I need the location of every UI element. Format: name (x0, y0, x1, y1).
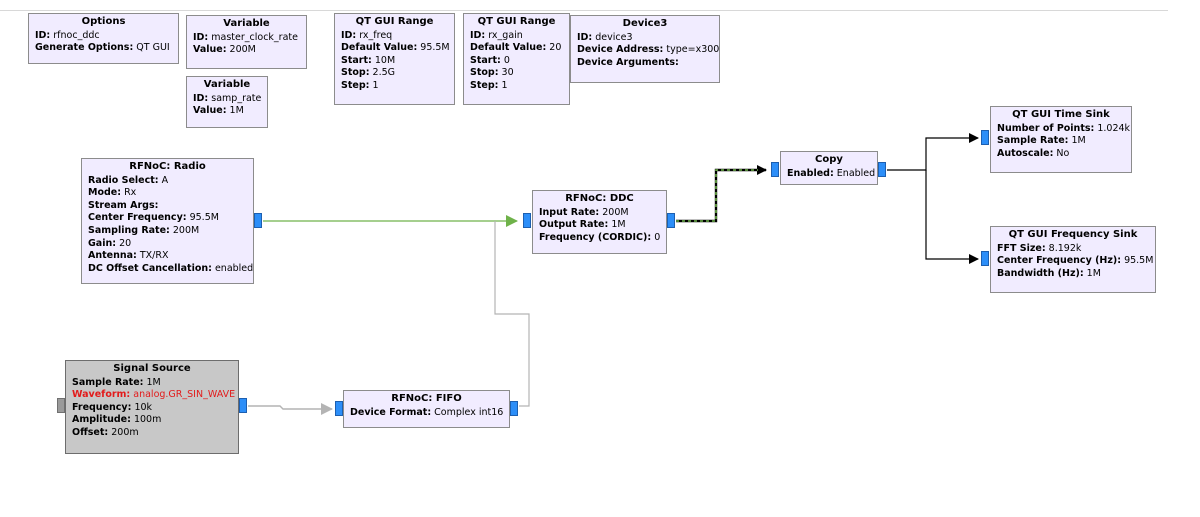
param-frequency-cordic: Frequency (CORDIC): 0 (539, 231, 661, 243)
param-number-of-points: Number of Points: 1.024k (997, 122, 1131, 134)
ddc-output-port[interactable] (667, 213, 675, 228)
param-start: Start: 10M (341, 54, 396, 66)
copy-block[interactable]: Copy Enabled: Enabled (780, 151, 878, 185)
param-autoscale: Autoscale: No (997, 147, 1070, 159)
param-offset: Offset: 200m (72, 426, 139, 438)
connection-ddc-copy[interactable] (676, 165, 767, 223)
param-id: ID: device3 (577, 31, 633, 43)
qt-gui-frequency-sink-block[interactable]: QT GUI Frequency Sink FFT Size: 8.192k C… (990, 226, 1156, 293)
block-title: RFNoC: DDC (565, 193, 634, 204)
param-input-rate: Input Rate: 200M (539, 206, 629, 218)
param-output-rate: Output Rate: 1M (539, 219, 626, 231)
param-amplitude: Amplitude: 100m (72, 414, 162, 426)
param-id: ID: master_clock_rate (193, 31, 298, 43)
param-id: ID: samp_rate (193, 92, 262, 104)
param-step: Step: 1 (341, 79, 379, 91)
radio-output-port[interactable] (254, 213, 262, 228)
block-title: QT GUI Range (355, 16, 434, 27)
connection-copy-freqsink[interactable] (925, 170, 979, 264)
variable-master-clock-rate-block[interactable]: Variable ID: master_clock_rate Value: 20… (186, 15, 307, 69)
param-generate-options: Generate Options: QT GUI (35, 42, 170, 54)
param-gain: Gain: 20 (88, 237, 132, 249)
param-value: Value: 1M (193, 105, 244, 117)
connection-fifo-ddc[interactable] (494, 221, 530, 407)
param-id: ID: rx_gain (470, 29, 523, 41)
param-center-frequency: Center Frequency (Hz): 95.5M (997, 255, 1154, 267)
freq-sink-input-port[interactable] (981, 251, 989, 266)
param-device-format: Device Format: Complex int16 (350, 406, 504, 418)
signal-source-input-port[interactable] (57, 398, 65, 413)
rfnoc-radio-block[interactable]: RFNoC: Radio Radio Select: A Mode: Rx St… (81, 158, 254, 284)
qt-gui-time-sink-block[interactable]: QT GUI Time Sink Number of Points: 1.024… (990, 106, 1132, 173)
signal-source-output-port[interactable] (239, 398, 247, 413)
rfnoc-ddc-block[interactable]: RFNoC: DDC Input Rate: 200M Output Rate:… (532, 190, 667, 254)
options-block[interactable]: Options ID: rfnoc_ddc Generate Options: … (28, 13, 179, 64)
param-id: ID: rfnoc_ddc (35, 29, 100, 41)
fifo-output-port[interactable] (510, 401, 518, 416)
param-sample-rate: Sample Rate: 1M (72, 376, 161, 388)
variable-samp-rate-block[interactable]: Variable ID: samp_rate Value: 1M (186, 76, 268, 128)
param-mode: Mode: Rx (88, 187, 137, 199)
device3-block[interactable]: Device3 ID: device3 Device Address: type… (570, 15, 720, 83)
param-enabled: Enabled: Enabled (787, 167, 876, 179)
param-default-value: Default Value: 95.5M (341, 42, 450, 54)
param-stream-args: Stream Args: (88, 199, 159, 211)
param-dc-offset: DC Offset Cancellation: enabled (88, 262, 254, 274)
qt-gui-range-rx-gain-block[interactable]: QT GUI Range ID: rx_gain Default Value: … (463, 13, 570, 105)
fifo-input-port[interactable] (335, 401, 343, 416)
param-frequency: Frequency: 10k (72, 401, 153, 413)
connection-copy-timesink[interactable] (887, 133, 979, 171)
block-title: RFNoC: FIFO (391, 393, 462, 404)
param-bandwidth: Bandwidth (Hz): 1M (997, 267, 1101, 279)
param-stop: Stop: 30 (470, 67, 514, 79)
block-title: Signal Source (113, 363, 191, 374)
block-title: Options (81, 16, 126, 27)
param-waveform-error: Waveform: analog.GR_SIN_WAVE (72, 389, 236, 401)
block-title: QT GUI Frequency Sink (1008, 229, 1138, 240)
param-default-value: Default Value: 20 (470, 42, 562, 54)
param-center-frequency: Center Frequency: 95.5M (88, 212, 219, 224)
copy-input-port[interactable] (771, 162, 779, 177)
block-title: Device3 (622, 18, 668, 29)
block-title: QT GUI Time Sink (1012, 109, 1110, 120)
time-sink-input-port[interactable] (981, 130, 989, 145)
ddc-input-port[interactable] (523, 213, 531, 228)
block-title: QT GUI Range (477, 16, 556, 27)
rfnoc-fifo-block[interactable]: RFNoC: FIFO Device Format: Complex int16 (343, 390, 510, 428)
copy-output-port[interactable] (878, 162, 886, 177)
param-id: ID: rx_freq (341, 29, 393, 41)
param-step: Step: 1 (470, 79, 508, 91)
param-fft-size: FFT Size: 8.192k (997, 242, 1082, 254)
param-antenna: Antenna: TX/RX (88, 250, 169, 262)
param-device-address: Device Address: type=x300 (577, 44, 720, 56)
canvas-top-border (0, 10, 1168, 11)
param-device-arguments: Device Arguments: (577, 56, 679, 68)
param-radio-select: Radio Select: A (88, 174, 169, 186)
param-value: Value: 200M (193, 44, 256, 56)
signal-source-block[interactable]: Signal Source Sample Rate: 1M Waveform: … (65, 360, 239, 454)
param-stop: Stop: 2.5G (341, 67, 396, 79)
param-sampling-rate: Sampling Rate: 200M (88, 224, 200, 236)
param-sample-rate: Sample Rate: 1M (997, 135, 1086, 147)
qt-gui-range-rx-freq-block[interactable]: QT GUI Range ID: rx_freq Default Value: … (334, 13, 455, 105)
block-title: RFNoC: Radio (129, 161, 206, 172)
block-title: Copy (815, 154, 843, 165)
block-title: Variable (223, 18, 270, 29)
param-start: Start: 0 (470, 54, 510, 66)
connection-source-fifo[interactable] (248, 403, 333, 415)
block-title: Variable (203, 79, 251, 90)
